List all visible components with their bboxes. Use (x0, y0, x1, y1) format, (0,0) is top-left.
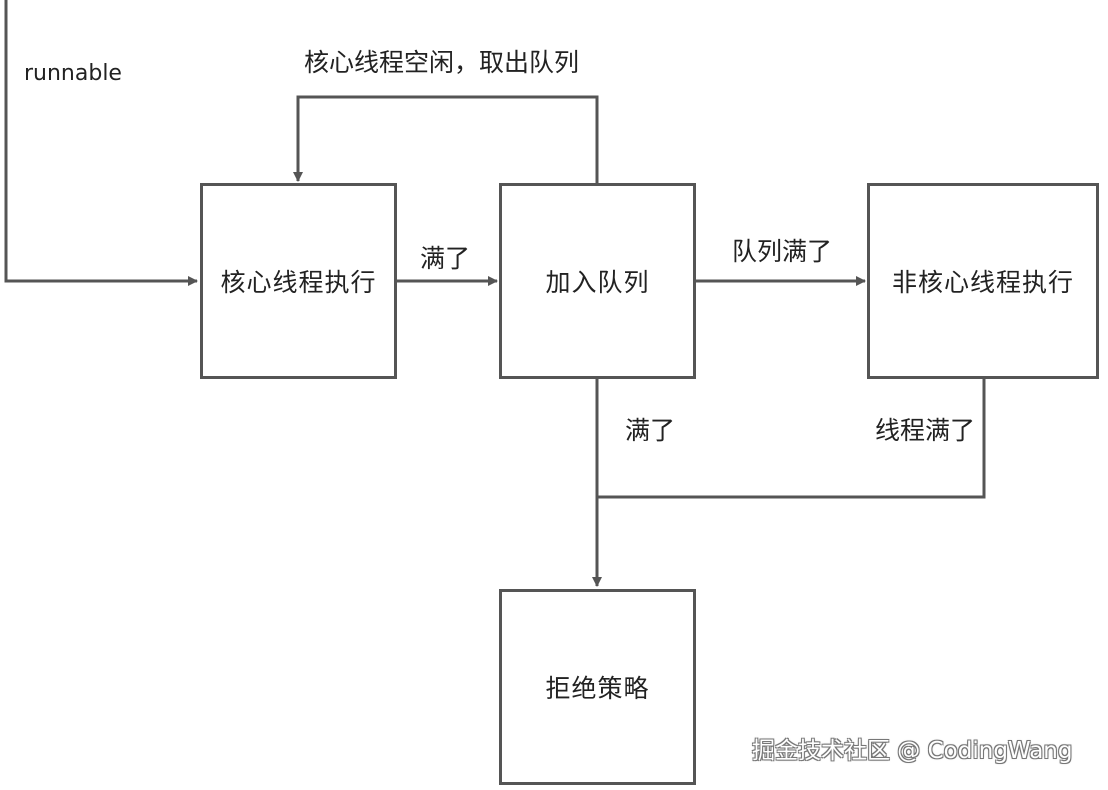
node-enqueue: 加入队列 (499, 183, 696, 379)
edge-queue-to-core (293, 95, 599, 184)
edge-runnable (4, 0, 198, 286)
node-non-core-exec: 非核心线程执行 (867, 183, 1099, 379)
node-core-exec: 核心线程执行 (200, 183, 397, 379)
edge-noncore-to-reject (597, 378, 986, 499)
label-core-idle-take: 核心线程空闲，取出队列 (304, 48, 580, 77)
label-core-full: 满了 (420, 244, 471, 273)
label-queue-full: 队列满了 (732, 237, 833, 266)
label-enqueue-full: 满了 (625, 416, 676, 445)
label-runnable: runnable (24, 61, 122, 86)
label-threads-full: 线程满了 (875, 416, 976, 445)
watermark-text: 掘金技术社区 @ CodingWang (752, 738, 1073, 764)
node-reject-policy: 拒绝策略 (499, 589, 696, 785)
